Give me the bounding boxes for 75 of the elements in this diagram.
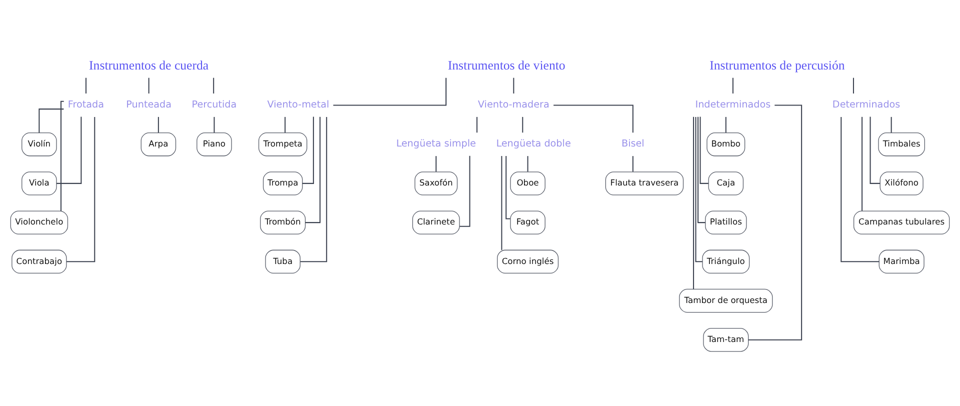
node-box: Flauta travesera	[605, 172, 684, 196]
node-text: Determinados	[832, 99, 900, 110]
node-box: Marimba	[878, 250, 924, 274]
connector	[158, 116, 159, 133]
connector	[501, 156, 502, 250]
node-box: Trompa	[262, 172, 303, 196]
connector	[302, 116, 314, 184]
node-box: Trompeta	[258, 132, 308, 156]
node-box: Contrabajo	[12, 250, 67, 274]
connector	[748, 104, 802, 340]
connector	[66, 116, 96, 262]
node-box: Corno inglés	[497, 250, 559, 274]
connector	[436, 156, 437, 172]
connector	[725, 116, 726, 133]
connector	[698, 116, 706, 224]
connector	[513, 78, 514, 94]
node-text: Bisel	[621, 138, 644, 150]
node-text: Instrumentos de percusión	[710, 58, 845, 72]
connector	[333, 78, 447, 106]
connector	[890, 116, 892, 133]
connector	[840, 116, 880, 262]
node-box: Tam-tam	[703, 328, 749, 352]
node-box: Saxofón	[414, 172, 458, 196]
connector	[214, 116, 215, 133]
connector	[522, 116, 524, 133]
node-box: Viola	[22, 172, 57, 196]
node-box: Caja	[708, 172, 744, 196]
connector	[85, 78, 86, 94]
node-text: Frotada	[68, 99, 104, 110]
connector	[700, 116, 708, 184]
node-box: Tuba	[265, 250, 300, 274]
node-box: Tambor de orquesta	[679, 288, 773, 313]
node-text: Percutida	[192, 99, 237, 110]
connector	[476, 116, 478, 133]
node-box: Triángulo	[702, 250, 750, 274]
connector	[527, 156, 528, 172]
connector	[632, 156, 634, 172]
node-text: Instrumentos de viento	[448, 58, 566, 72]
connector	[732, 78, 734, 94]
connector	[852, 78, 854, 94]
connector	[862, 116, 863, 211]
node-text: Lengüeta simple	[396, 138, 476, 150]
node-text: Viento-madera	[478, 99, 550, 110]
node-box: Oboe	[510, 172, 546, 196]
node-box: Platillos	[705, 210, 747, 234]
node-box: Violonchelo	[10, 210, 68, 234]
node-box: Trombón	[260, 210, 306, 234]
node-box: Arpa	[140, 132, 176, 156]
connector	[693, 116, 694, 290]
node-text: Viento-metal	[267, 99, 330, 110]
node-text: Lengüeta doble	[496, 138, 571, 150]
connector	[213, 78, 214, 94]
connector	[38, 108, 64, 133]
connector	[460, 156, 470, 227]
node-box: Bombo	[706, 132, 746, 156]
node-box: Piano	[196, 132, 232, 156]
connector	[60, 100, 64, 211]
connector	[148, 78, 150, 94]
node-box: Clarinete	[412, 210, 460, 234]
connector	[56, 116, 82, 184]
connector	[695, 116, 702, 262]
connector	[305, 116, 321, 224]
connector	[506, 156, 510, 220]
node-box: Xilófono	[880, 172, 924, 196]
connector	[554, 104, 634, 133]
connector	[870, 116, 880, 184]
node-box: Violín	[22, 132, 57, 156]
connector	[284, 116, 286, 133]
connector	[300, 116, 328, 262]
node-text: Instrumentos de cuerda	[89, 58, 209, 72]
node-box: Fagot	[510, 210, 546, 234]
node-box: Timbales	[878, 132, 925, 156]
node-box: Campanas tubulares	[854, 210, 950, 234]
node-text: Indeterminados	[695, 99, 771, 110]
node-text: Punteada	[126, 99, 172, 110]
